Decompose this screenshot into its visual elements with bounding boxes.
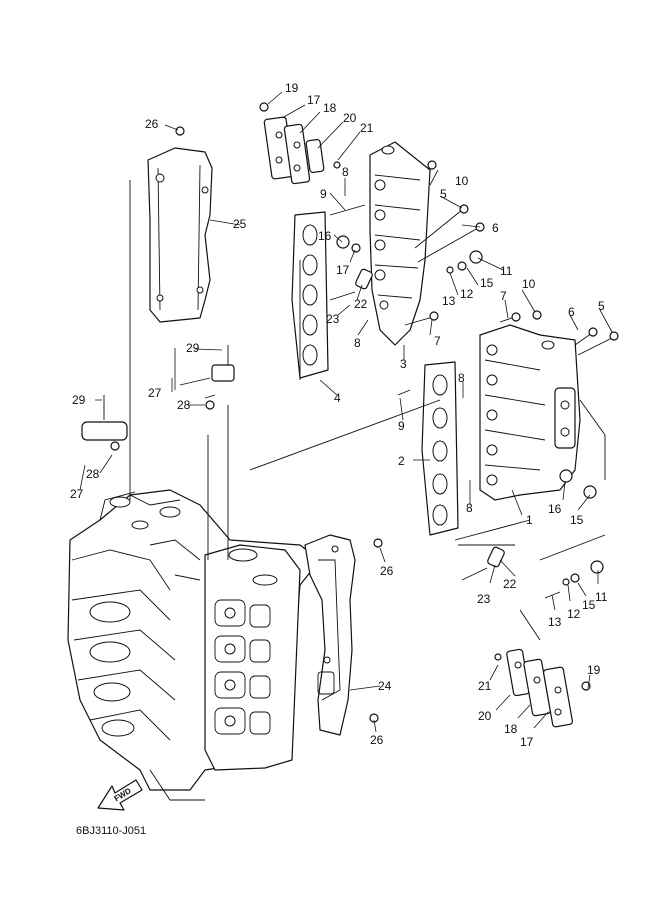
callout-labels: 19 17 18 20 21 26 8 10 9 5 25 6 16 17 11… [70,81,608,749]
bracket-set-upper [263,116,325,185]
callout-18b: 18 [504,722,518,736]
callout-13: 13 [442,294,456,308]
exhaust-cover-lower [304,534,356,736]
callout-28b: 28 [86,467,100,481]
callout-6b: 6 [568,305,575,319]
callout-15b: 15 [570,513,584,527]
callout-27b: 27 [70,487,84,501]
callout-20b: 20 [478,709,492,723]
callout-6: 6 [492,221,499,235]
callout-17: 17 [307,93,321,107]
callout-5: 5 [440,187,447,201]
callout-29: 29 [186,341,200,355]
callout-21b: 21 [478,679,492,693]
callout-17b: 17 [520,735,534,749]
callout-1: 1 [526,513,533,527]
callout-7b: 7 [434,334,441,348]
callout-21: 21 [360,121,374,135]
callout-12: 12 [460,287,474,301]
callout-8: 8 [342,165,349,179]
callout-18: 18 [323,101,337,115]
callout-19: 19 [285,81,299,95]
callout-8c: 8 [458,371,465,385]
cylinder-block [67,489,321,801]
callout-22b: 22 [503,577,517,591]
callout-23: 23 [326,312,340,326]
callout-23b: 23 [477,592,491,606]
callout-2: 2 [398,454,405,468]
callout-15: 16 [318,229,332,243]
callout-5b: 5 [598,299,605,313]
hardware [81,102,619,723]
bracket-set-lower [506,648,574,728]
callout-26b: 26 [380,564,394,578]
callout-28: 28 [177,398,191,412]
exhaust-cover-upper [147,147,213,323]
gasket-lower [421,361,459,536]
callout-27: 27 [148,386,162,400]
callout-12b: 12 [567,607,581,621]
callout-26: 26 [145,117,159,131]
callout-16: 17 [336,263,350,277]
fwd-arrow-icon: FWD [97,779,143,811]
callout-29b: 29 [72,393,86,407]
callout-11: 11 [500,264,513,278]
callout-4: 4 [334,391,341,405]
intake-manifold-upper [369,141,431,346]
callout-20: 20 [343,111,357,125]
callout-25: 25 [233,217,247,231]
callout-16b: 16 [548,502,562,516]
callout-7: 7 [500,289,507,303]
callout-10: 10 [455,174,469,188]
callout-9b: 9 [398,419,405,433]
callout-26c: 26 [370,733,384,747]
callout-8d: 8 [466,501,473,515]
callout-13b: 13 [548,615,562,629]
callout-22: 22 [354,297,368,311]
intake-manifold-lower [479,324,581,501]
drawing-code: 6BJ3110-J051 [76,825,146,837]
callout-3: 3 [400,357,407,371]
callout-24: 24 [378,679,392,693]
callout-8b: 8 [354,336,361,350]
callout-9: 9 [320,187,327,201]
callout-14: 15 [480,276,494,290]
callout-19b: 19 [587,663,601,677]
leader-lines [79,91,613,733]
callout-11b: 11 [595,590,608,604]
callout-14b: 15 [582,598,596,612]
callout-10b: 10 [522,277,536,291]
gasket-upper [291,211,329,379]
